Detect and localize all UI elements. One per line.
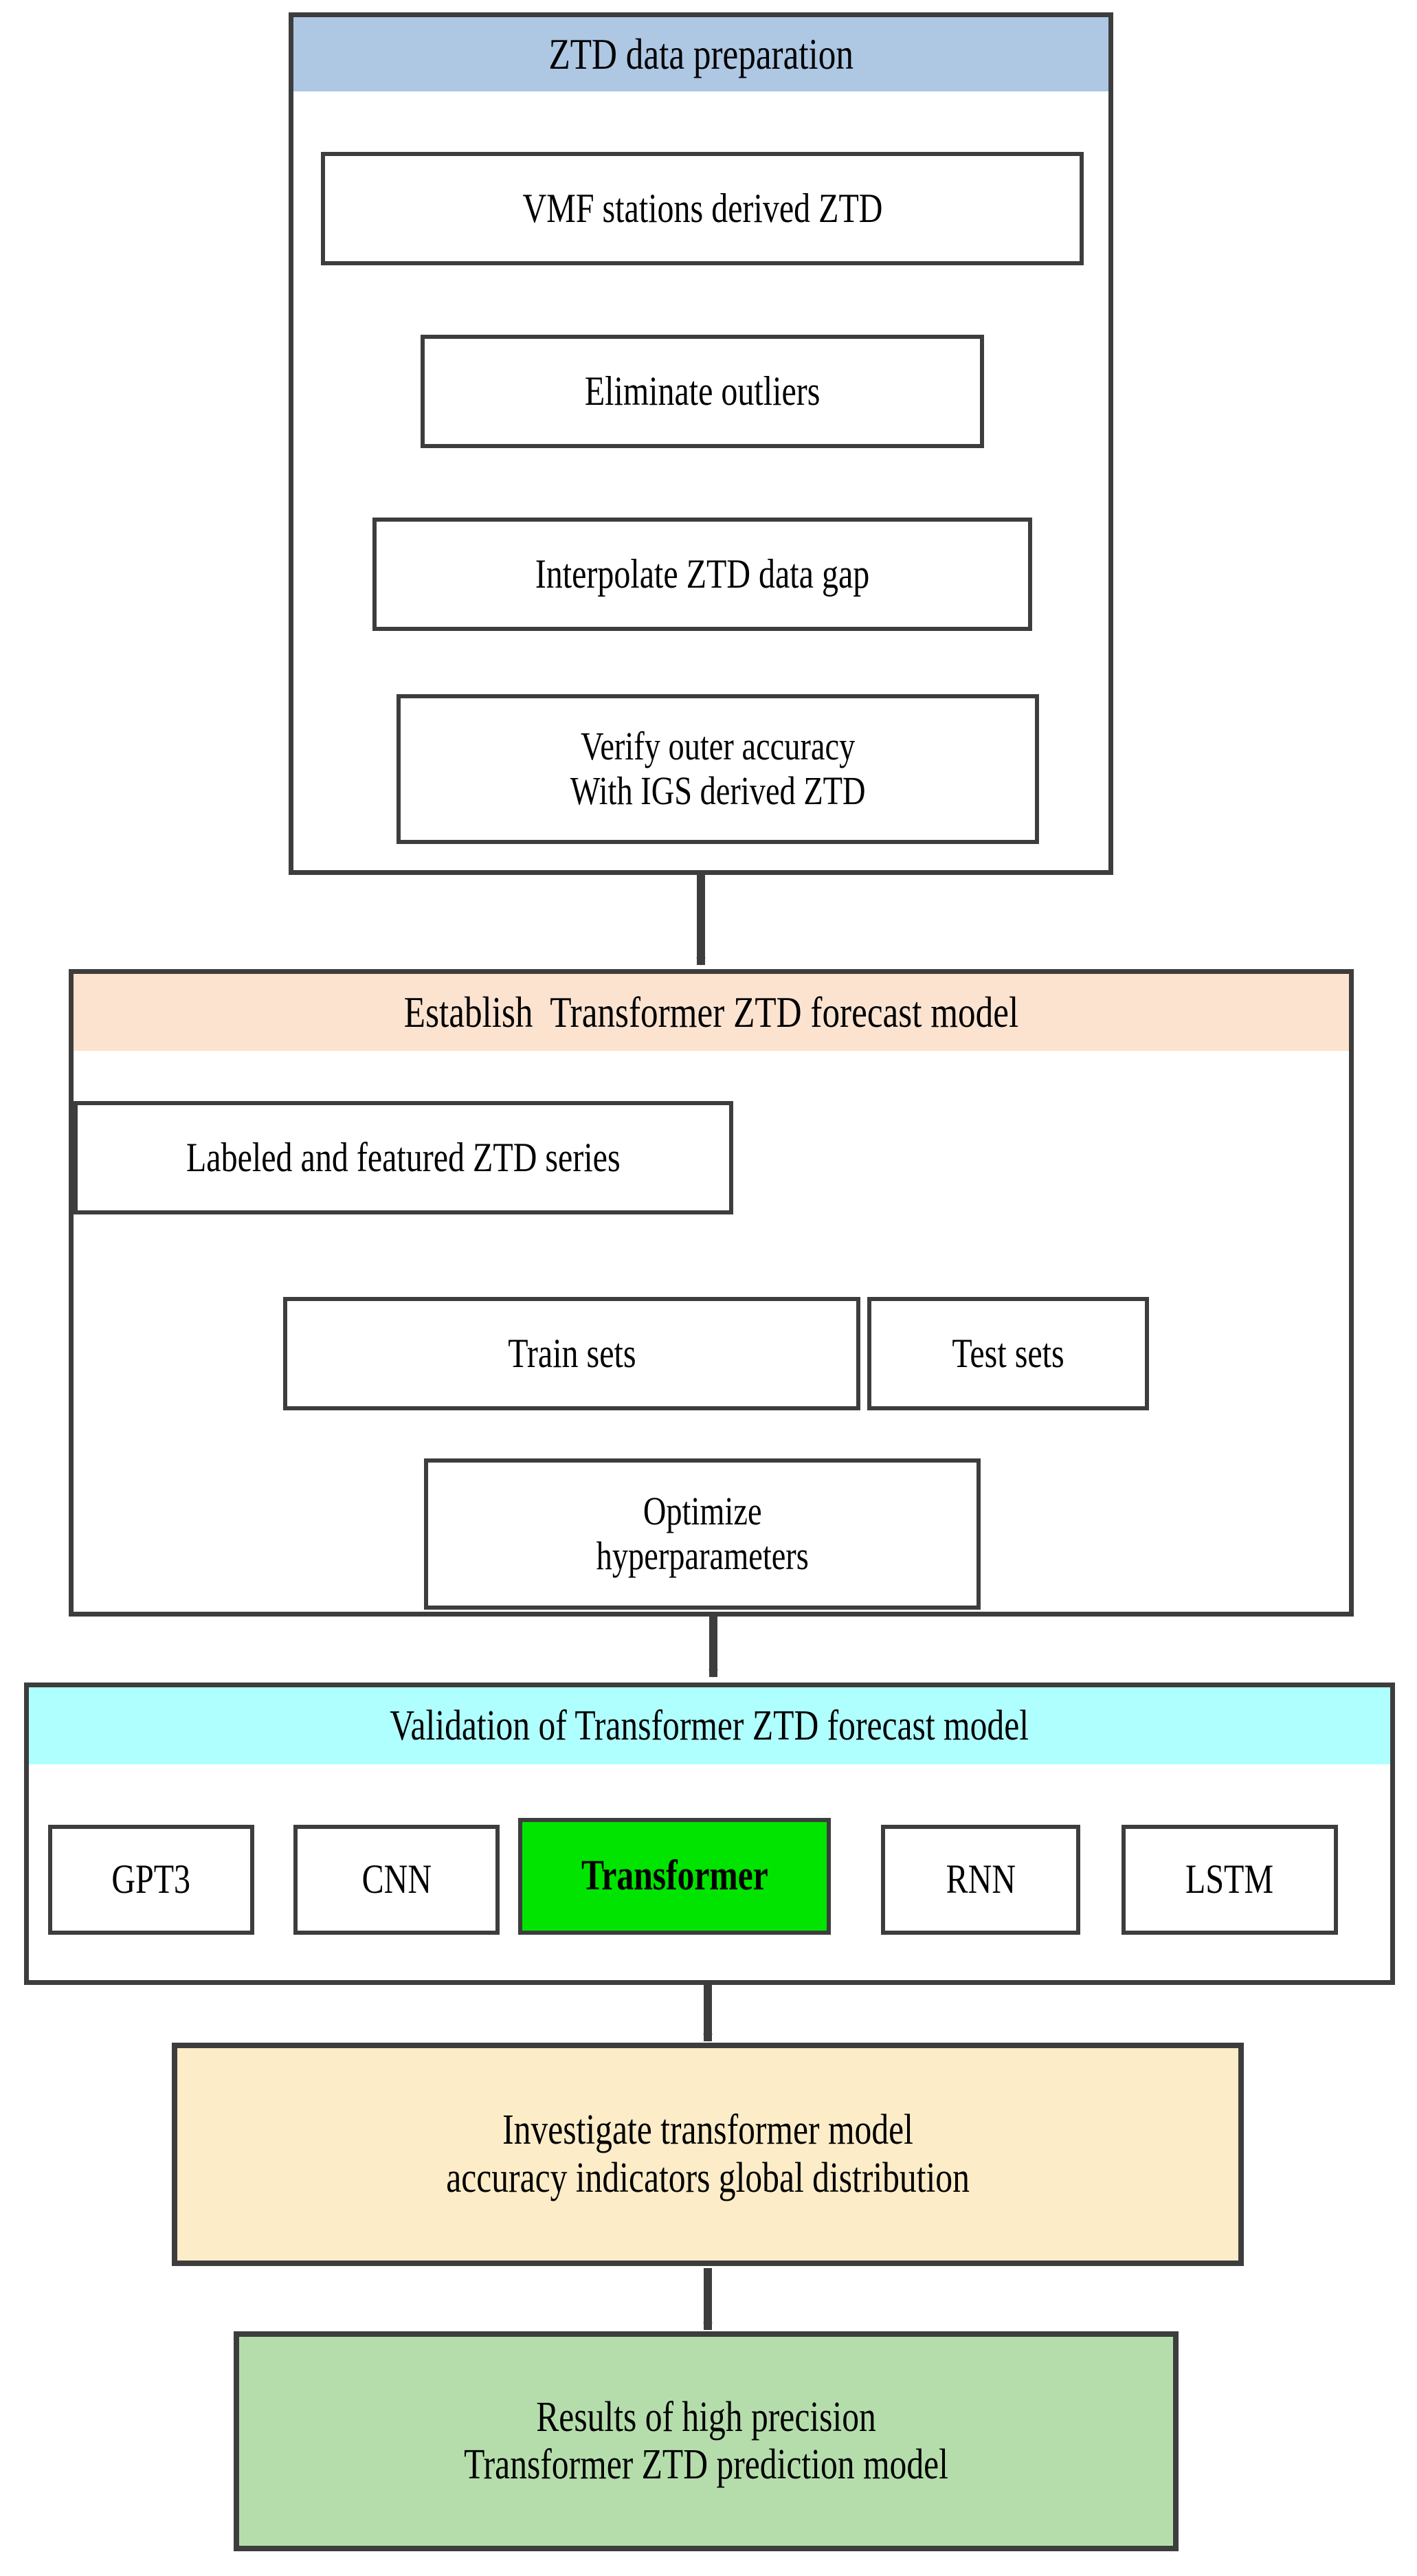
section-data-preparation-header-label: ZTD data preparation (548, 30, 853, 78)
node-optimize-hyperparameters[interactable]: Optimize hyperparameters (424, 1458, 981, 1610)
node-model-rnn[interactable]: RNN (881, 1825, 1080, 1935)
node-interpolate-ztd-data-gap[interactable]: Interpolate ZTD data gap (372, 518, 1032, 631)
node-model-rnn-label: RNN (946, 1856, 1016, 1902)
node-investigate-global-distribution[interactable]: Investigate transformer model accuracy i… (172, 2043, 1244, 2266)
node-labeled-featured-ztd-series-label: Labeled and featured ZTD series (186, 1134, 621, 1180)
section-validation-header: Validation of Transformer ZTD forecast m… (29, 1687, 1390, 1764)
node-model-lstm-label: LSTM (1185, 1856, 1274, 1902)
node-verify-outer-accuracy[interactable]: Verify outer accuracy With IGS derived Z… (397, 694, 1039, 844)
node-model-lstm[interactable]: LSTM (1122, 1825, 1338, 1935)
node-model-cnn-label: CNN (361, 1856, 432, 1902)
node-model-transformer-label: Transformer (581, 1852, 768, 1900)
node-eliminate-outliers[interactable]: Eliminate outliers (421, 335, 984, 448)
section-data-preparation: ZTD data preparation VMF stations derive… (289, 12, 1113, 875)
section-data-preparation-header: ZTD data preparation (293, 17, 1108, 91)
node-train-sets-label: Train sets (507, 1330, 636, 1376)
node-eliminate-outliers-label: Eliminate outliers (584, 368, 821, 414)
node-vmf-stations-derived-ztd[interactable]: VMF stations derived ZTD (321, 152, 1084, 265)
node-test-sets-label: Test sets (952, 1330, 1064, 1376)
node-results-high-precision[interactable]: Results of high precision Transformer ZT… (234, 2331, 1179, 2551)
node-optimize-hyperparameters-label: Optimize hyperparameters (596, 1489, 809, 1578)
node-model-gpt3-label: GPT3 (111, 1856, 191, 1902)
node-model-cnn[interactable]: CNN (293, 1825, 500, 1935)
node-model-gpt3[interactable]: GPT3 (48, 1825, 254, 1935)
section-establish-model: Establish Transformer ZTD forecast model… (69, 969, 1354, 1617)
node-results-high-precision-label: Results of high precision Transformer ZT… (464, 2393, 948, 2488)
section-establish-model-header-label: Establish Transformer ZTD forecast model (403, 988, 1019, 1036)
node-vmf-stations-derived-ztd-label: VMF stations derived ZTD (522, 185, 882, 231)
node-test-sets[interactable]: Test sets (867, 1297, 1149, 1410)
section-establish-model-header: Establish Transformer ZTD forecast model (74, 974, 1349, 1051)
node-labeled-featured-ztd-series[interactable]: Labeled and featured ZTD series (74, 1101, 733, 1214)
node-interpolate-ztd-data-gap-label: Interpolate ZTD data gap (535, 551, 870, 597)
node-model-transformer[interactable]: Transformer (518, 1818, 831, 1935)
section-validation: Validation of Transformer ZTD forecast m… (24, 1683, 1395, 1985)
node-train-sets[interactable]: Train sets (283, 1297, 860, 1410)
node-verify-outer-accuracy-label: Verify outer accuracy With IGS derived Z… (570, 724, 866, 813)
node-investigate-global-distribution-label: Investigate transformer model accuracy i… (446, 2107, 970, 2201)
section-validation-header-label: Validation of Transformer ZTD forecast m… (390, 1702, 1029, 1749)
